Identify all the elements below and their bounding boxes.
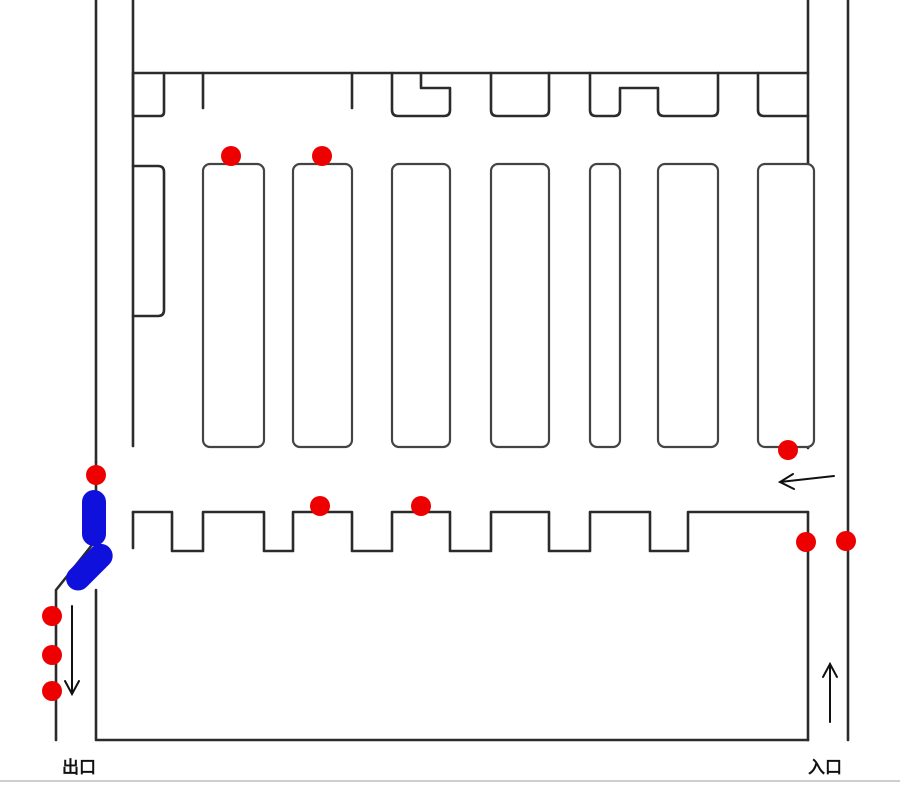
shelf-4 [489, 162, 551, 449]
direction-arrows [64, 473, 838, 723]
marker-dot [310, 496, 330, 516]
middle-divider [131, 510, 810, 553]
marker-dot [42, 681, 62, 701]
marker-dot [778, 440, 798, 460]
barrier-vertical [82, 490, 106, 546]
barriers [66, 490, 113, 591]
marker-dot [86, 465, 106, 485]
lower-room [94, 510, 810, 742]
marker-dot [42, 645, 62, 665]
marker-dot [221, 146, 241, 166]
marker-dot [312, 146, 332, 166]
marker-dot [836, 531, 856, 551]
marker-dot [796, 532, 816, 552]
entrance-label: 入口 [808, 758, 842, 778]
marker-dot [411, 496, 431, 516]
shelf-2 [291, 162, 354, 449]
top-bays [131, 71, 810, 118]
shelves [201, 162, 816, 449]
markers [42, 146, 856, 701]
marker-dot [42, 606, 62, 626]
arrow-down-icon [64, 605, 80, 697]
arrow-up-icon [822, 661, 838, 723]
left-wall-shelf [131, 164, 166, 318]
exit-label: 出口 [62, 757, 96, 778]
outer-walls [54, 0, 850, 742]
shelf-6 [656, 162, 720, 449]
shelf-1 [201, 162, 266, 449]
shelf-5 [588, 162, 622, 449]
shelf-3 [390, 162, 452, 449]
shelf-7 [756, 162, 816, 449]
barrier-diagonal [66, 543, 113, 591]
arrow-left-icon [777, 473, 835, 490]
